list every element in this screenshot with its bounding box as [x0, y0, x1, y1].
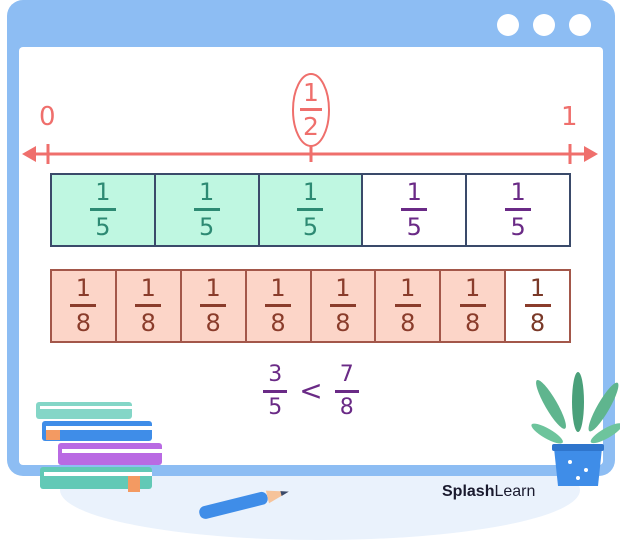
fraction-bar [200, 304, 227, 307]
left-fraction: 3 5 [263, 361, 288, 420]
brand-bold: Splash [442, 483, 495, 500]
books-stack-icon [36, 402, 162, 492]
fraction-bar [394, 304, 421, 307]
cell-numerator: 1 [335, 274, 351, 302]
right-denominator: 8 [339, 394, 354, 420]
cell-numerator: 1 [510, 178, 526, 206]
plant-pot-icon [531, 372, 620, 486]
pencil-icon [199, 490, 289, 519]
cell-numerator: 1 [205, 274, 221, 302]
fifth-cell: 1 5 [363, 175, 468, 245]
cell-numerator: 1 [270, 274, 286, 302]
fifth-cell: 1 5 [155, 175, 260, 245]
label-one: 1 [561, 102, 578, 132]
eighths-strip: 1 8 1 8 1 8 1 8 1 8 1 8 1 8 1 8 [50, 269, 571, 343]
fraction-comparison: 3 5 < 7 8 [246, 358, 376, 424]
window-dot-icon [569, 14, 591, 36]
half-highlight-oval [292, 73, 330, 147]
cell-denominator: 8 [400, 309, 416, 337]
cell-numerator: 1 [400, 274, 416, 302]
eighth-cell: 1 8 [506, 271, 569, 341]
fraction-bar [401, 208, 428, 211]
cell-numerator: 1 [406, 178, 422, 206]
eighth-cell: 1 8 [246, 271, 312, 341]
fraction-bar [459, 304, 486, 307]
window-dot-icon [533, 14, 555, 36]
cell-numerator: 1 [199, 178, 215, 206]
left-denominator: 5 [268, 394, 283, 420]
cell-numerator: 1 [95, 178, 111, 206]
cell-denominator: 8 [529, 309, 546, 337]
label-zero: 0 [39, 102, 56, 132]
eighth-cell: 1 8 [441, 271, 507, 341]
left-numerator: 3 [268, 361, 283, 387]
cell-denominator: 5 [95, 213, 111, 241]
cell-denominator: 8 [270, 309, 286, 337]
midpoint-numerator: 1 [303, 78, 319, 107]
eighth-cell: 1 8 [376, 271, 442, 341]
cell-numerator: 1 [465, 274, 481, 302]
fraction-bar [297, 208, 324, 211]
fraction-bar [265, 304, 292, 307]
fifth-cell: 1 5 [52, 175, 156, 245]
cell-numerator: 1 [140, 274, 156, 302]
cell-numerator: 1 [75, 274, 92, 302]
cell-denominator: 8 [335, 309, 351, 337]
fraction-bar [300, 108, 322, 111]
fraction-bar [89, 208, 116, 211]
cell-denominator: 8 [75, 309, 92, 337]
arrow-right-icon [584, 146, 598, 162]
cell-denominator: 5 [406, 213, 422, 241]
cell-denominator: 8 [140, 309, 156, 337]
cell-denominator: 5 [302, 213, 319, 241]
cell-denominator: 5 [510, 213, 526, 241]
arrow-left-icon [22, 146, 36, 162]
cell-numerator: 1 [302, 178, 319, 206]
right-numerator: 7 [339, 361, 354, 387]
fraction-bar [334, 389, 359, 393]
fifths-strip: 1 5 1 5 1 5 1 5 1 5 [50, 173, 571, 247]
eighth-cell: 1 8 [116, 271, 182, 341]
cell-denominator: 5 [199, 213, 215, 241]
brand-logo: SplashLearn [442, 483, 535, 501]
fraction-bar [70, 304, 97, 307]
whiteboard [19, 47, 603, 465]
window-dot-icon [497, 14, 519, 36]
eighth-cell: 1 8 [52, 271, 117, 341]
fraction-bar [193, 208, 220, 211]
fifth-cell: 1 5 [259, 175, 364, 245]
midpoint-denominator: 2 [303, 112, 319, 141]
cell-denominator: 8 [465, 309, 481, 337]
brand-light: Learn [494, 483, 536, 500]
right-fraction: 7 8 [334, 361, 359, 420]
fraction-bar [505, 208, 532, 211]
eighth-cell: 1 8 [311, 271, 377, 341]
less-than-sign: < [299, 374, 323, 407]
fraction-bar [263, 389, 288, 393]
midpoint-fraction: 1 2 [291, 72, 331, 148]
cell-denominator: 8 [205, 309, 221, 337]
fraction-bar [135, 304, 162, 307]
fraction-bar [524, 304, 551, 307]
fifth-cell: 1 5 [467, 175, 569, 245]
eighth-cell: 1 8 [181, 271, 247, 341]
cell-numerator: 1 [529, 274, 546, 302]
fraction-bar [329, 304, 356, 307]
